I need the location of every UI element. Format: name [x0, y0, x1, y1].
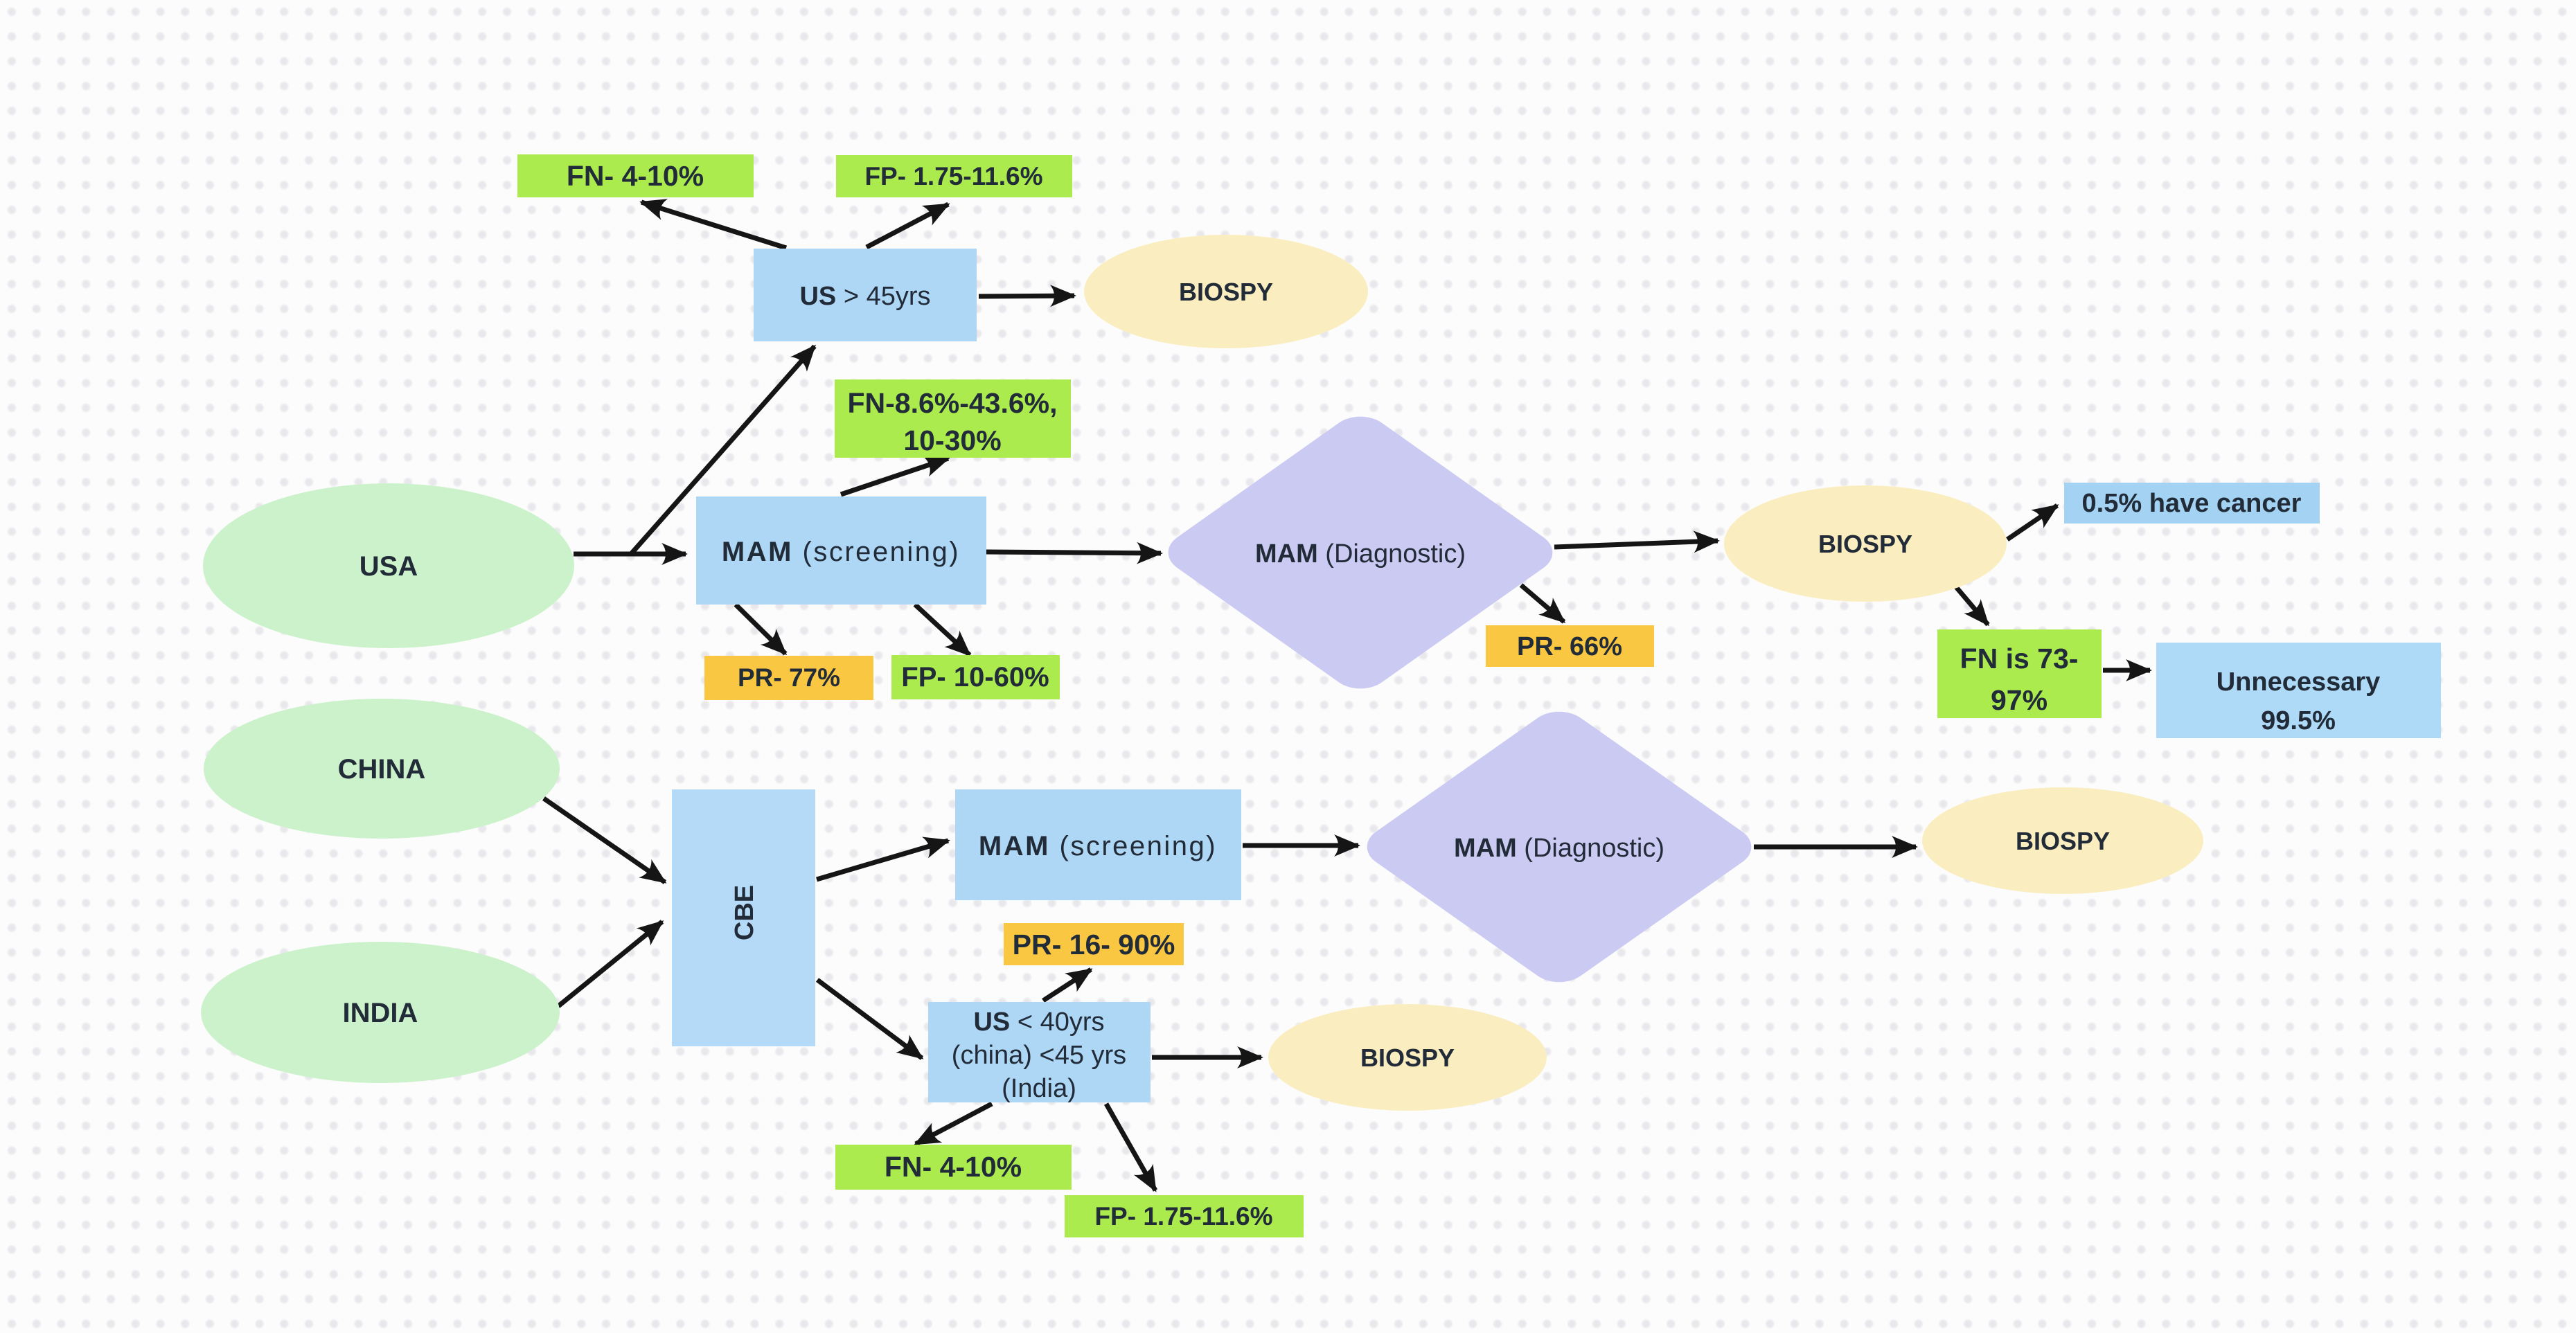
- svg-text:PR- 66%: PR- 66%: [1517, 632, 1622, 661]
- svg-text:FN- 4-10%: FN- 4-10%: [885, 1151, 1022, 1183]
- svg-text:CHINA: CHINA: [338, 754, 426, 785]
- svg-text:FP- 10-60%: FP- 10-60%: [901, 662, 1049, 692]
- svg-text:FN- 4-10%: FN- 4-10%: [567, 160, 704, 192]
- svg-text:BIOSPY: BIOSPY: [1818, 530, 1912, 558]
- svg-text:US < 40yrs: US < 40yrs: [973, 1008, 1104, 1037]
- svg-text:PR- 77%: PR- 77%: [738, 663, 840, 692]
- svg-text:MAM (screening): MAM (screening): [979, 831, 1217, 861]
- svg-text:MAM (screening): MAM (screening): [722, 537, 960, 567]
- svg-text:Unnecessary: Unnecessary: [2217, 668, 2381, 697]
- svg-text:99.5%: 99.5%: [2261, 706, 2336, 735]
- svg-text:MAM (Diagnostic): MAM (Diagnostic): [1255, 539, 1466, 569]
- svg-text:10-30%: 10-30%: [903, 424, 1001, 456]
- svg-text:BIOSPY: BIOSPY: [1360, 1044, 1455, 1072]
- svg-text:CBE: CBE: [730, 885, 759, 940]
- svg-text:US > 45yrs: US > 45yrs: [799, 282, 930, 311]
- svg-text:MAM (Diagnostic): MAM (Diagnostic): [1454, 834, 1664, 863]
- svg-text:PR- 16- 90%: PR- 16- 90%: [1013, 929, 1175, 960]
- svg-text:USA: USA: [359, 551, 418, 582]
- svg-text:BIOSPY: BIOSPY: [1179, 278, 1273, 306]
- svg-text:BIOSPY: BIOSPY: [2016, 827, 2110, 855]
- svg-text:0.5% have cancer: 0.5% have cancer: [2082, 489, 2302, 518]
- svg-text:INDIA: INDIA: [343, 998, 418, 1028]
- svg-text:FN-8.6%-43.6%,: FN-8.6%-43.6%,: [847, 387, 1057, 419]
- svg-text:97%: 97%: [1991, 684, 2048, 716]
- svg-text:FP- 1.75-11.6%: FP- 1.75-11.6%: [864, 162, 1042, 190]
- svg-text:(India): (India): [1002, 1074, 1076, 1103]
- svg-text:FN is 73-: FN is 73-: [1960, 643, 2079, 674]
- svg-text:FP- 1.75-11.6%: FP- 1.75-11.6%: [1094, 1202, 1272, 1231]
- svg-text:(china) <45 yrs: (china) <45 yrs: [952, 1041, 1126, 1070]
